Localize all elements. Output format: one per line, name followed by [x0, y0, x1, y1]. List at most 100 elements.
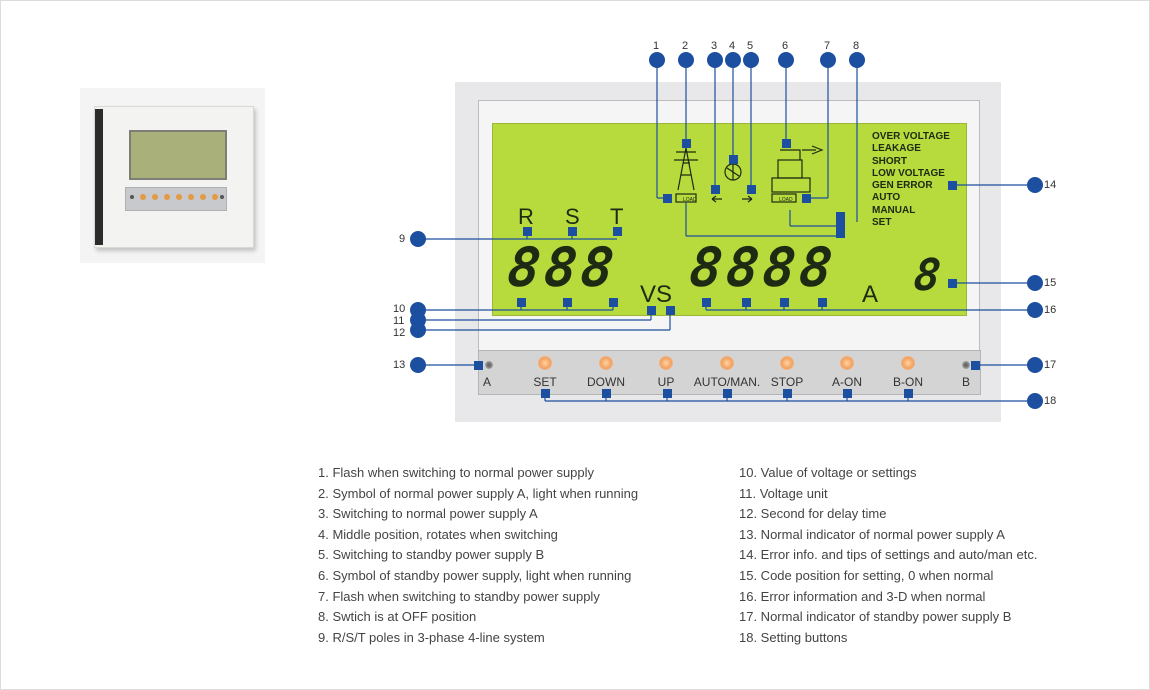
phase-t-label: T	[610, 204, 624, 229]
callout-4-number: 4	[729, 40, 736, 52]
stop-button[interactable]	[780, 356, 794, 370]
up-label: UP	[657, 375, 675, 389]
callout-11-number: 11	[393, 315, 405, 327]
legend-item-5: 5. Switching to standby power supply B	[318, 547, 545, 563]
marker-18b	[602, 389, 611, 398]
marker-18e	[783, 389, 792, 398]
marker-14	[948, 181, 957, 190]
callout-1-number: 1	[653, 40, 660, 52]
status-low-voltage: LOW VOLTAGE	[872, 167, 945, 179]
load-label-a: LOAD	[683, 197, 697, 203]
callout-8-dot	[849, 52, 865, 68]
legend-item-1: 1. Flash when switching to normal power …	[318, 465, 595, 480]
indicator-led-a	[485, 361, 493, 369]
indicator-b-label: B	[961, 375, 971, 389]
legend-item-15: 15. Code position for setting, 0 when no…	[739, 567, 994, 583]
callout-18-dot	[1027, 393, 1043, 409]
marker-16c	[780, 298, 789, 307]
marker-13	[474, 361, 483, 370]
status-manual: MANUAL	[872, 204, 916, 216]
callout-2-dot	[678, 52, 694, 68]
b-on-button[interactable]	[901, 356, 915, 370]
callout-8-number: 8	[853, 40, 860, 52]
marker-t	[613, 227, 622, 236]
device-button	[164, 194, 170, 200]
callout-15-dot	[1027, 275, 1043, 291]
legend-item-6: 6. Symbol of standby power supply, light…	[318, 567, 632, 583]
load-label-b: LOAD	[779, 197, 793, 203]
marker-11	[647, 306, 656, 315]
down-button[interactable]	[599, 356, 613, 370]
callout-6-dot	[778, 52, 794, 68]
device-body	[94, 106, 254, 248]
legend-item-2: 2. Symbol of normal power supply A, ligh…	[318, 485, 639, 501]
marker-15	[948, 279, 957, 288]
callout-7-dot	[820, 52, 836, 68]
callout-5-dot	[743, 52, 759, 68]
marker-12	[666, 306, 675, 315]
up-button[interactable]	[659, 356, 673, 370]
marker-10b	[563, 298, 572, 307]
marker-1	[663, 194, 672, 203]
callout-14-dot	[1027, 177, 1043, 193]
marker-18f	[843, 389, 852, 398]
device-side	[95, 109, 103, 245]
device-button-panel	[125, 187, 227, 211]
callout-17-dot	[1027, 357, 1043, 373]
marker-16a	[702, 298, 711, 307]
device-button	[140, 194, 146, 200]
a-on-button[interactable]	[840, 356, 854, 370]
callout-9-dot	[410, 231, 426, 247]
status-list: OVER VOLTAGE LEAKAGE SHORT LOW VOLTAGE G…	[872, 131, 950, 229]
set-button[interactable]	[538, 356, 552, 370]
device-button	[212, 194, 218, 200]
legend-item-13: 13. Normal indicator of normal power sup…	[739, 526, 1005, 542]
marker-2	[682, 139, 691, 148]
set-label: SET	[533, 375, 557, 389]
a-on-label: A-ON	[832, 375, 862, 389]
device-button	[152, 194, 158, 200]
marker-18c	[663, 389, 672, 398]
marker-s	[568, 227, 577, 236]
marker-16d	[818, 298, 827, 307]
status-short: SHORT	[872, 155, 907, 167]
auto-man-label: AUTO/MAN.	[693, 375, 761, 389]
device-led-a	[130, 195, 134, 199]
device-button	[188, 194, 194, 200]
indicator-led-b	[962, 361, 970, 369]
legend-item-14: 14. Error info. and tips of settings and…	[739, 547, 1038, 563]
marker-r	[523, 227, 532, 236]
callout-4-dot	[725, 52, 741, 68]
device-button	[176, 194, 182, 200]
marker-16b	[742, 298, 751, 307]
phase-r-label: R	[518, 204, 534, 229]
marker-18a	[541, 389, 550, 398]
legend-item-12: 12. Second for delay time	[739, 506, 887, 522]
b-on-label: B-ON	[893, 375, 923, 389]
legend-right: 10. Value of voltage or settings 11. Vol…	[739, 463, 1037, 648]
callout-9-number: 9	[399, 233, 406, 245]
legend-item-10: 10. Value of voltage or settings	[739, 465, 917, 480]
auto-man-button[interactable]	[720, 356, 734, 370]
device-photo	[80, 88, 265, 263]
callout-14-number: 14	[1044, 179, 1057, 191]
callout-12-dot	[410, 322, 426, 338]
callout-16-number: 16	[1044, 304, 1057, 316]
callout-17-number: 17	[1044, 359, 1057, 371]
callout-7-number: 7	[824, 40, 831, 52]
callout-6-number: 6	[782, 40, 789, 52]
status-set: SET	[872, 217, 892, 229]
legend-item-18: 18. Setting buttons	[739, 629, 848, 645]
callout-13-number: 13	[393, 359, 406, 371]
down-label: DOWN	[587, 375, 625, 389]
device-button	[200, 194, 206, 200]
legend-item-7: 7. Flash when switching to standby power…	[318, 588, 600, 604]
marker-5	[747, 185, 756, 194]
legend-item-3: 3. Switching to normal power supply A	[318, 506, 538, 522]
status-gen-error: GEN ERROR	[872, 180, 933, 192]
legend-left: 1. Flash when switching to normal power …	[318, 463, 638, 648]
marker-6	[782, 139, 791, 148]
legend-item-16: 16. Error information and 3-D when norma…	[739, 588, 986, 604]
switch-rotor-icon	[724, 163, 742, 181]
